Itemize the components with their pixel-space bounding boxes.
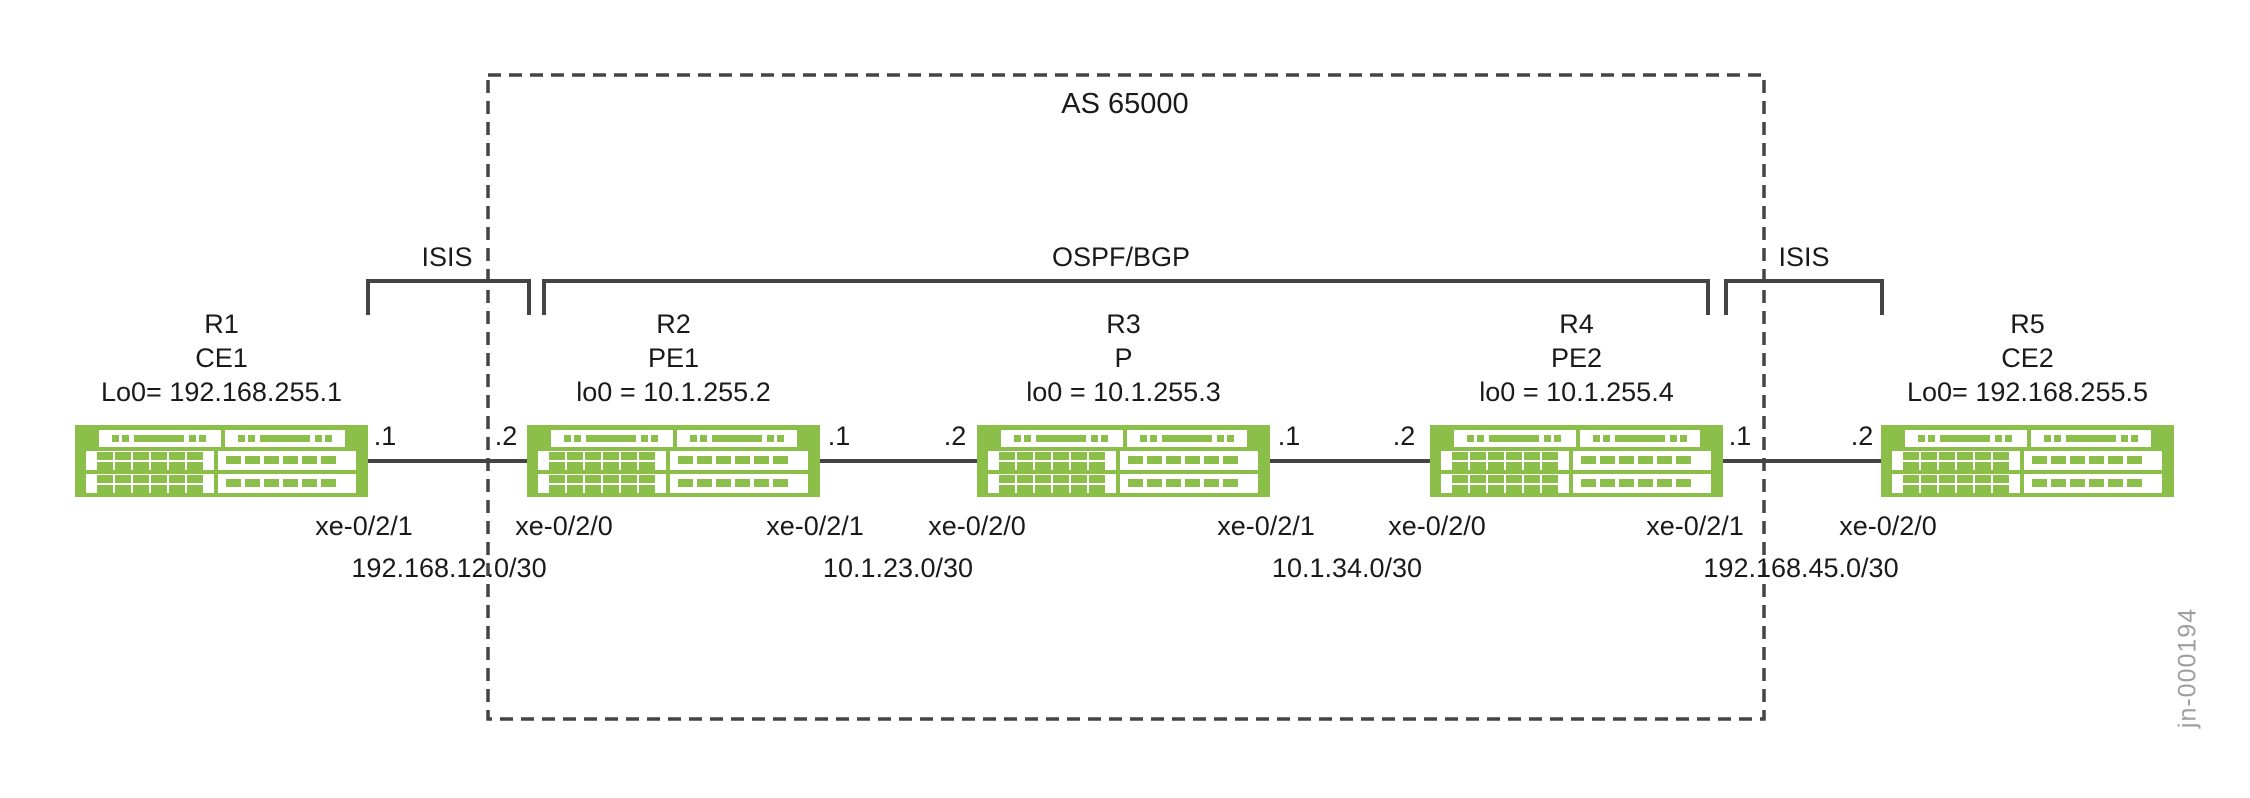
subnet-label: 10.1.23.0/30: [822, 553, 974, 583]
interface-label: xe-0/2/0: [1388, 511, 1486, 541]
figure-watermark: jn-000194: [2173, 607, 2202, 729]
router-name: R1: [204, 309, 239, 339]
octet-label: .2: [494, 421, 518, 451]
router-name: R5: [2010, 309, 2045, 339]
interface-label: xe-0/2/1: [1217, 511, 1315, 541]
router-loopback: lo0 = 10.1.255.4: [1479, 377, 1674, 407]
router-name: R3: [1106, 309, 1141, 339]
interface-label: xe-0/2/0: [928, 511, 1026, 541]
octet-label: .1: [1728, 421, 1752, 451]
router-r5-labels: R5 CE2 Lo0= 192.168.255.5: [1907, 307, 2148, 409]
octet-label: .1: [827, 421, 851, 451]
interface-label: xe-0/2/1: [315, 511, 413, 541]
router-icon: [1881, 425, 2174, 497]
router-loopback: Lo0= 192.168.255.1: [101, 377, 342, 407]
router-name: R4: [1559, 309, 1594, 339]
router-icon: [1430, 425, 1723, 497]
as-boundary-box: [486, 73, 1766, 721]
interface-label: xe-0/2/0: [1839, 511, 1937, 541]
protocol-label-isis-right: ISIS: [1778, 242, 1830, 272]
router-r4: R4 PE2 lo0 = 10.1.255.4: [1430, 309, 1723, 497]
subnet-label: 10.1.34.0/30: [1271, 553, 1423, 583]
router-icon: [75, 425, 368, 497]
interface-label: xe-0/2/0: [515, 511, 613, 541]
octet-label: .1: [373, 421, 397, 451]
ospf-bgp-bracket: [542, 279, 1710, 315]
router-loopback: Lo0= 192.168.255.5: [1907, 377, 2148, 407]
octet-label: .2: [1392, 421, 1416, 451]
interface-label: xe-0/2/1: [766, 511, 864, 541]
subnet-label: 192.168.12.0/30: [351, 553, 547, 583]
octet-label: .2: [1850, 421, 1874, 451]
protocol-label-ospf-bgp: OSPF/BGP: [1051, 242, 1191, 272]
router-r3: R3 P lo0 = 10.1.255.3: [977, 309, 1270, 497]
router-role: PE1: [647, 343, 700, 373]
router-r1-labels: R1 CE1 Lo0= 192.168.255.1: [101, 307, 342, 409]
subnet-label: 192.168.45.0/30: [1703, 553, 1899, 583]
router-r2: R2 PE1 lo0 = 10.1.255.2: [527, 309, 820, 497]
as-label: AS 65000: [1061, 88, 1189, 120]
octet-label: .2: [943, 421, 967, 451]
octet-label: .1: [1277, 421, 1301, 451]
isis-right-bracket: [1724, 279, 1884, 315]
interface-label: xe-0/2/1: [1646, 511, 1744, 541]
router-icon: [977, 425, 1270, 497]
router-role: P: [1114, 343, 1133, 373]
router-role: CE2: [2001, 343, 2054, 373]
router-r4-labels: R4 PE2 lo0 = 10.1.255.4: [1479, 307, 1673, 409]
router-role: CE1: [195, 343, 248, 373]
router-r2-labels: R2 PE1 lo0 = 10.1.255.2: [576, 307, 770, 409]
router-loopback: lo0 = 10.1.255.2: [576, 377, 771, 407]
router-icon: [527, 425, 820, 497]
router-r1: R1 CE1 Lo0= 192.168.255.1: [75, 309, 368, 497]
router-loopback: lo0 = 10.1.255.3: [1026, 377, 1221, 407]
router-role: PE2: [1550, 343, 1603, 373]
router-r3-labels: R3 P lo0 = 10.1.255.3: [1026, 307, 1220, 409]
isis-left-bracket: [366, 279, 531, 315]
protocol-label-isis-left: ISIS: [421, 242, 473, 272]
router-r5: R5 CE2 Lo0= 192.168.255.5: [1881, 309, 2174, 497]
router-name: R2: [656, 309, 691, 339]
